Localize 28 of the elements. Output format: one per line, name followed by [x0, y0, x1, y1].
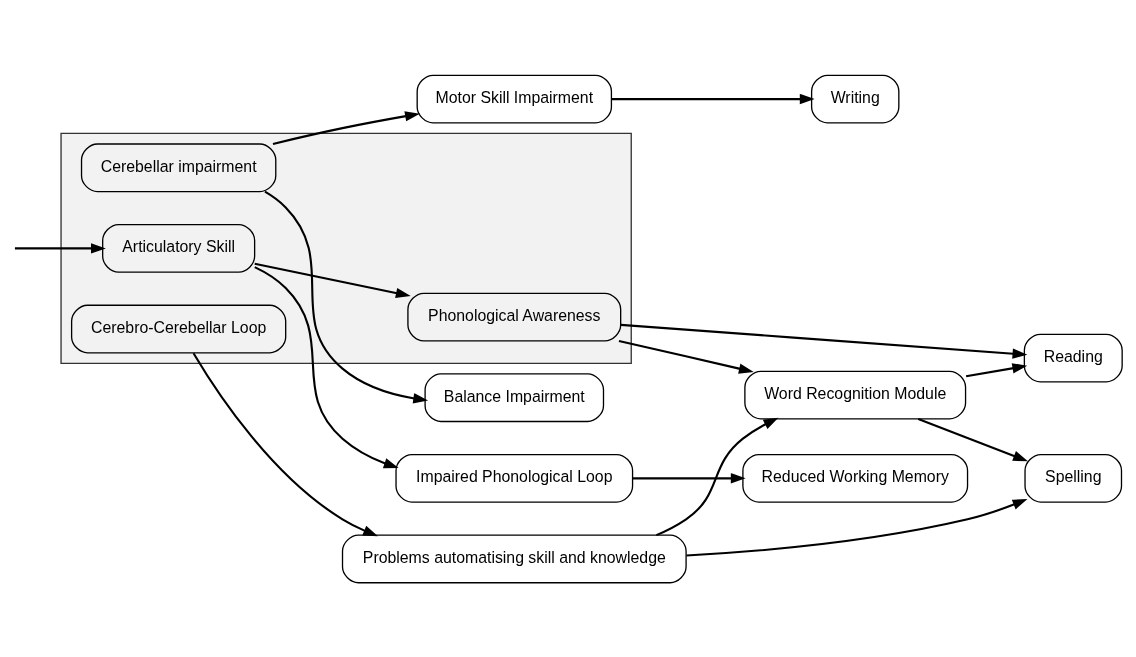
node-box: Writing [810, 74, 900, 123]
arrow [655, 417, 779, 536]
node-box: Cerebro-Cerebellar Loop [70, 304, 287, 353]
arrow [272, 110, 420, 145]
arrow [192, 352, 378, 536]
arrow [611, 93, 815, 104]
arrow [254, 265, 399, 468]
arrow [254, 262, 411, 298]
node-box: Reading [1023, 333, 1123, 383]
cluster [60, 132, 632, 364]
arrow [917, 417, 1028, 461]
node-box: Spelling [1024, 453, 1123, 503]
node-box: Reduced Working Memory [742, 453, 969, 503]
node-box: Motor Skill Impairment [416, 74, 613, 123]
node-box: Problems automatising skill and knowledge [341, 534, 687, 583]
node-box: Phonological Awareness [407, 292, 622, 342]
arrow [633, 472, 746, 483]
arrow [264, 190, 429, 403]
arrow [14, 242, 106, 254]
node-box: Impaired Phonological Loop [395, 453, 634, 503]
arrow [686, 498, 1028, 557]
node-box: Articulatory Skill [102, 223, 256, 273]
arrow [965, 362, 1028, 377]
node-box: Balance Impairment [424, 372, 605, 422]
node-box: Word Recognition Module [744, 370, 967, 420]
node-box: Cerebellar impairment [80, 142, 277, 192]
arrow [620, 323, 1028, 359]
arrow [618, 339, 754, 374]
